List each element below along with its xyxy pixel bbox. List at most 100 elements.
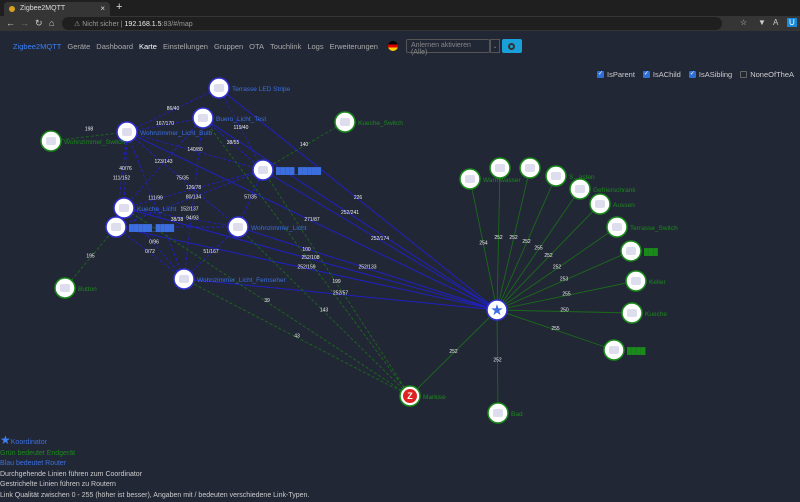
link-quality-label: 253 xyxy=(560,277,569,283)
node-label: Terrasse LED Stripe xyxy=(232,86,291,93)
map-link xyxy=(64,226,117,289)
map-node-wz_switch[interactable]: Wohnzimmer_Switch xyxy=(40,130,125,152)
map-node-kueche_switch[interactable]: Kueche_Switch xyxy=(334,111,403,133)
checkbox-icon[interactable]: ✓ xyxy=(596,71,604,78)
device-image-icon xyxy=(60,284,70,292)
reload-icon[interactable]: ↻ xyxy=(35,18,43,28)
nav-touchlink[interactable]: Touchlink xyxy=(270,41,302,51)
brand-link[interactable]: Zigbee2MQTT xyxy=(13,41,62,51)
device-image-icon xyxy=(233,223,243,231)
map-link xyxy=(123,169,264,209)
map-node-warmwasser[interactable]: Warmwasser xyxy=(459,168,522,190)
map-link xyxy=(496,309,633,314)
node-label: Aussen xyxy=(613,202,635,209)
nav-dashboard[interactable]: Dashboard xyxy=(96,41,133,51)
link-quality-label: 43 xyxy=(294,334,300,340)
map-link xyxy=(496,309,499,414)
filter-isasibling[interactable]: ✓IsASibling xyxy=(688,70,732,79)
map-node-e_b1[interactable] xyxy=(489,157,511,179)
nav-logs[interactable]: Logs xyxy=(307,41,324,51)
url-field[interactable]: ⚠ Nicht sicher | 192.168.1.5:83/#/map xyxy=(62,17,722,30)
filter-label: IsAChild xyxy=(652,70,681,79)
nav-gruppen[interactable]: Gruppen xyxy=(213,41,244,51)
map-node-r_blur1[interactable]: ████_█████ xyxy=(252,159,321,181)
bookmark-star-icon[interactable]: ☆ xyxy=(740,18,748,27)
link-quality-label: 39 xyxy=(264,298,270,304)
map-node-coord[interactable]: ★ xyxy=(486,299,508,321)
node-label: Kueche_Licht xyxy=(137,206,177,213)
map-link xyxy=(496,167,531,311)
map-node-e_b2[interactable] xyxy=(519,157,541,179)
link-quality-label: 255 xyxy=(562,292,571,298)
close-tab-icon[interactable]: × xyxy=(100,4,105,13)
extension-icon[interactable]: ▼ xyxy=(758,18,766,27)
checkbox-icon[interactable]: ✓ xyxy=(642,71,650,78)
map-link xyxy=(126,87,220,133)
map-link xyxy=(123,207,185,280)
permit-join-settings-button[interactable] xyxy=(501,39,522,53)
filter-isparent[interactable]: ✓IsParent xyxy=(596,70,635,79)
map-node-kueche[interactable]: Kueche xyxy=(621,302,667,324)
link-quality-label: 140 xyxy=(300,142,309,148)
map-node-keller[interactable]: Keller xyxy=(625,270,666,292)
link-quality-label: 252 xyxy=(493,358,502,364)
permit-join-dropdown[interactable]: ⌄ xyxy=(489,39,500,53)
nav-geraete[interactable]: Geräte xyxy=(67,41,91,51)
link-quality-label: 119/40 xyxy=(234,125,249,131)
device-image-icon xyxy=(525,164,535,172)
map-link xyxy=(469,178,498,311)
new-tab-button[interactable]: + xyxy=(116,1,123,13)
node-label: S...asten xyxy=(569,174,595,181)
node-label: ████_█████ xyxy=(276,167,321,175)
map-node-terrasse_sw[interactable]: Terrasse_Switch xyxy=(606,216,678,238)
nav-einstellungen[interactable]: Einstellungen xyxy=(162,41,208,51)
home-icon[interactable]: ⌂ xyxy=(49,18,55,28)
map-node-button[interactable]: Button xyxy=(54,277,97,299)
map-node-e_b4[interactable]: ████ xyxy=(603,339,646,361)
nav-ota[interactable]: OTA xyxy=(249,41,265,51)
link-filters: ✓IsParent ✓IsAChild ✓IsASibling NoneOfTh… xyxy=(596,70,794,79)
language-flag-icon[interactable] xyxy=(387,41,398,51)
link-quality-label: 38/38 xyxy=(171,217,184,223)
profile-icon[interactable]: U xyxy=(787,18,797,27)
map-link xyxy=(126,131,264,171)
node-label: █████_████ xyxy=(129,224,174,232)
map-link xyxy=(183,278,498,311)
map-node-aussen[interactable]: Aussen xyxy=(589,193,635,215)
device-image-icon xyxy=(465,175,475,183)
map-node-wz_licht[interactable]: Wohnzimmer_Licht xyxy=(227,216,307,238)
filter-isachild[interactable]: ✓IsAChild xyxy=(642,70,681,79)
map-node-r_blur2[interactable]: █████_████ xyxy=(105,216,174,238)
link-quality-label: 255 xyxy=(551,326,560,332)
link-quality-label: 271/87 xyxy=(304,217,320,223)
permit-join-button[interactable]: Anlernen aktivieren (Alle) xyxy=(405,39,490,56)
map-node-e_b3[interactable]: ███ xyxy=(620,240,658,262)
link-quality-label: 38/55 xyxy=(227,140,240,146)
node-label: Warmwasser xyxy=(483,177,522,184)
filter-noneofthe[interactable]: NoneOfTheA xyxy=(740,70,794,79)
map-node-kueche_licht[interactable]: Kueche_Licht xyxy=(113,197,177,219)
link-quality-label: 57/35 xyxy=(244,195,257,201)
nav-erweiterungen[interactable]: Erweiterungen xyxy=(329,41,378,51)
map-node-buero[interactable]: Buero_Licht_Test xyxy=(192,107,266,129)
map-node-wz_bulb[interactable]: Wohnzimmer_Licht_Bulb xyxy=(116,121,213,143)
link-quality-label: 252/174 xyxy=(371,236,389,242)
map-node-bad[interactable]: Bad xyxy=(487,402,523,424)
link-quality-label: 199 xyxy=(332,279,341,285)
browser-tab[interactable]: Zigbee2MQTT× xyxy=(4,2,110,16)
map-node-e_kasten[interactable]: S...asten xyxy=(545,165,595,187)
checkbox-icon[interactable] xyxy=(740,71,748,78)
nav-karte[interactable]: Karte xyxy=(139,41,157,51)
node-label: ████ xyxy=(627,347,646,355)
map-node-terrasse_led[interactable]: Terrasse LED Stripe xyxy=(208,77,291,99)
map-link xyxy=(115,169,264,228)
checkbox-icon[interactable]: ✓ xyxy=(688,71,696,78)
map-link xyxy=(262,169,498,311)
map-node-wz_tv[interactable]: Wohnzimmer_Licht_Fernseher xyxy=(173,268,287,290)
map-node-gefrier[interactable]: Gefrierschrank xyxy=(569,178,636,200)
back-icon[interactable]: ← xyxy=(6,18,15,28)
forward-icon[interactable]: → xyxy=(20,18,29,28)
extension-a-icon[interactable]: A xyxy=(773,18,779,27)
